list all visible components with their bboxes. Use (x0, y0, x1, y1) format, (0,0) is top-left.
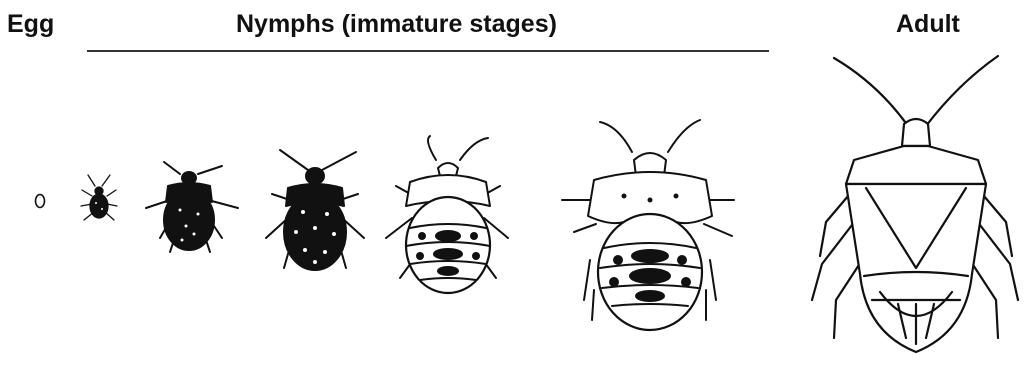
nymph-instar-1-drawing (81, 175, 117, 220)
nymph-instar-2-drawing (146, 162, 238, 252)
adult-drawing (812, 56, 1018, 352)
nymph-instar-4-drawing (386, 136, 508, 293)
nymph-instar-5-drawing (562, 120, 734, 330)
nymph-instar-3-drawing (266, 150, 364, 270)
egg-drawing (36, 195, 45, 208)
